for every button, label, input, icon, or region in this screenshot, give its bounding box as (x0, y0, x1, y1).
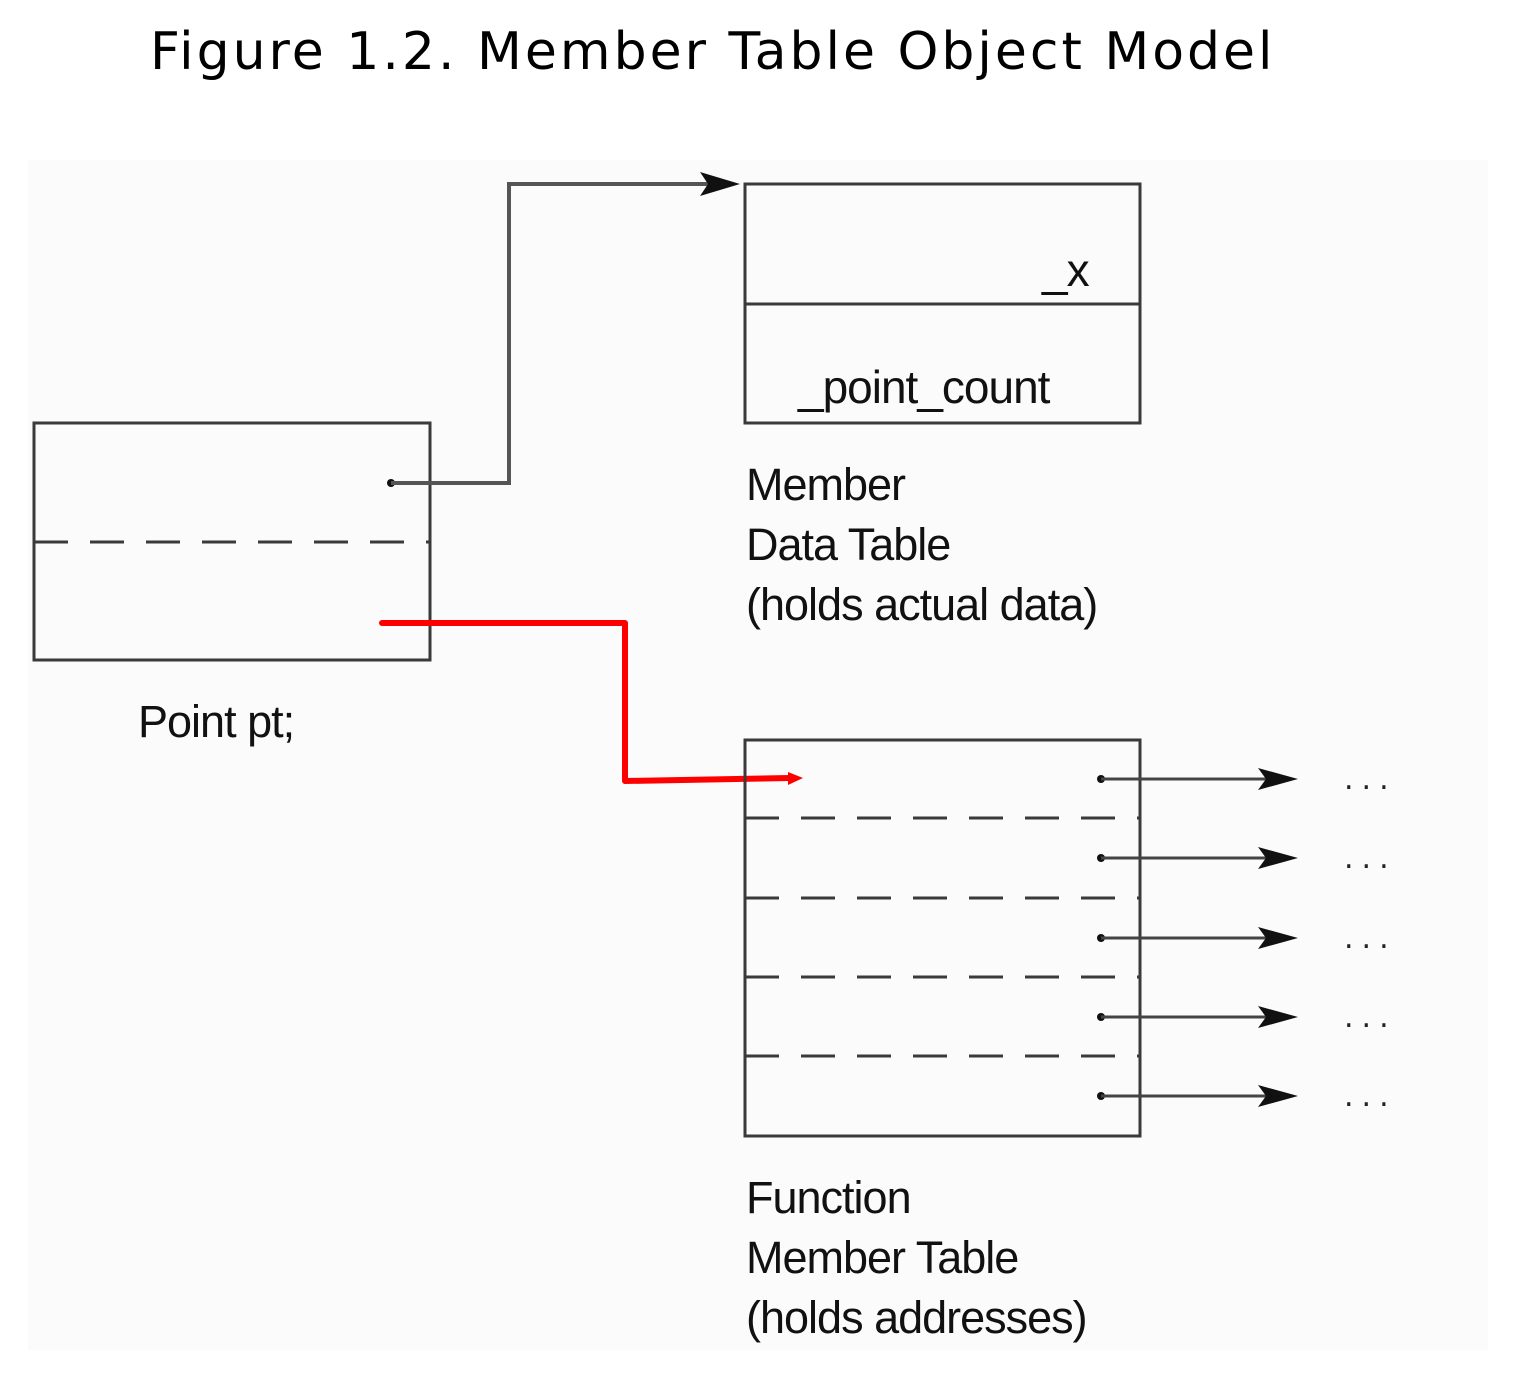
function-address-arrow-1 (1097, 768, 1298, 790)
diagram-background (28, 160, 1488, 1350)
function-address-arrow-3 (1097, 927, 1298, 949)
function-table-pointer-arrow (379, 620, 803, 785)
function-table-caption-line-3: (holds addresses) (746, 1292, 1088, 1343)
data-cell-point-count: _point_count (798, 361, 1050, 413)
function-table-caption-line-1: Function (746, 1172, 912, 1223)
data-table-caption-line-2: Data Table (746, 519, 951, 570)
function-target-3: ... (1344, 921, 1397, 956)
function-target-2: ... (1344, 841, 1397, 876)
point-object-label: Point pt; (138, 696, 295, 747)
data-table-pointer-arrow (391, 172, 740, 485)
function-target-5: ... (1344, 1079, 1397, 1114)
point-object-box (32, 421, 432, 662)
data-table-caption-line-3: (holds actual data) (746, 579, 1098, 630)
function-table-caption-line-2: Member Table (746, 1232, 1019, 1283)
function-member-table-box (743, 738, 1142, 1138)
data-table-caption-line-1: Member (746, 459, 906, 510)
function-address-arrow-5 (1097, 1085, 1298, 1107)
function-target-1: ... (1344, 762, 1397, 797)
data-cell-x: _x (1042, 244, 1090, 296)
function-address-arrow-4 (1097, 1006, 1298, 1028)
member-data-table-box (743, 182, 1142, 425)
function-address-arrow-2 (1097, 847, 1298, 869)
figure-title: Figure 1.2. Member Table Object Model (150, 22, 1276, 82)
function-target-4: ... (1344, 1000, 1397, 1035)
